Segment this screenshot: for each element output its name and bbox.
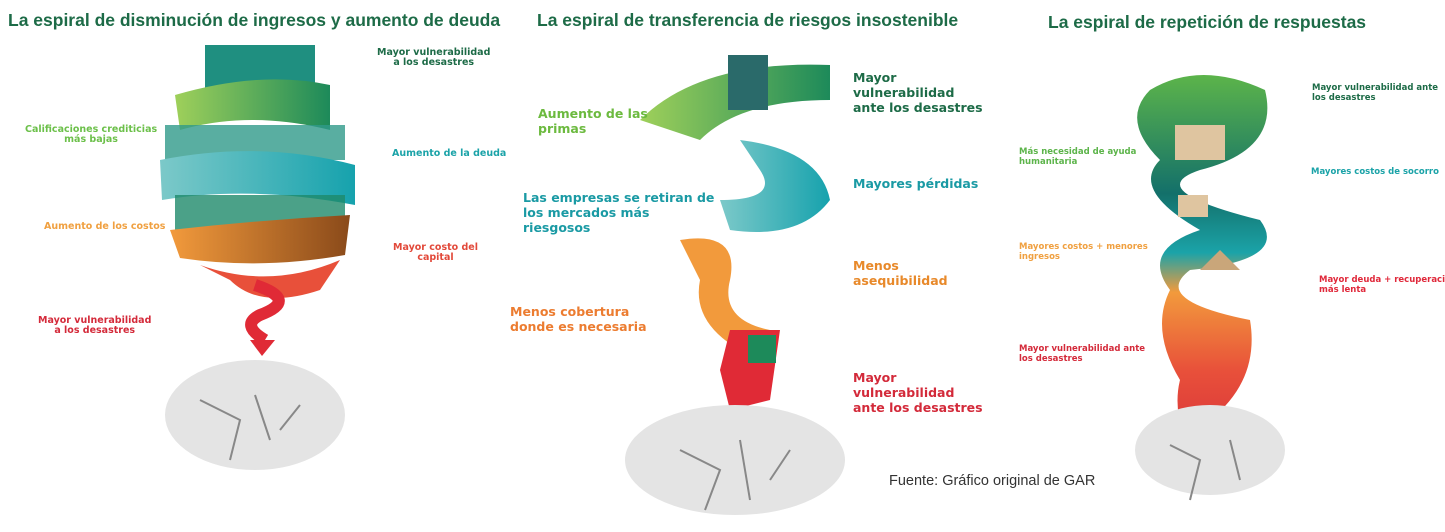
panel-1-title: La espiral de disminución de ingresos y …: [8, 10, 501, 30]
label-line: Mayores costos de socorro: [1311, 167, 1439, 177]
label-line: Calificaciones crediticias: [25, 124, 158, 135]
risk-transfer-staircase-graphic: [640, 55, 830, 410]
label-line: Aumento de las: [538, 106, 648, 121]
label-line: ingresos: [1019, 251, 1060, 262]
label-line: más lenta: [1319, 284, 1367, 295]
label-line: ante los desastres: [853, 400, 983, 415]
revenue-debt-spiral-graphic: [160, 45, 355, 356]
label-line: Aumento de la deuda: [392, 148, 507, 159]
label-line: los desastres: [1019, 353, 1083, 364]
label-line: los mercados más: [523, 205, 650, 220]
label-line: Mayores costos + menores: [1019, 242, 1148, 252]
ground-crack-graphic: [165, 360, 345, 470]
label-relief-costs: Mayores costos de socorro: [1311, 167, 1439, 178]
label-debt-increase: Aumento de la deuda: [392, 149, 506, 159]
label-line: vulnerabilidad: [853, 385, 955, 400]
label-line: Menos: [853, 258, 899, 273]
panel-2-title: La espiral de transferencia de riesgos i…: [537, 10, 959, 30]
label-line: Mayor costo del: [393, 242, 478, 253]
label-line: Menos cobertura: [510, 304, 630, 319]
label-line: Mayor: [853, 370, 897, 385]
label-line: Mayor: [853, 70, 897, 85]
label-line: Aumento de los costos: [44, 221, 166, 232]
label-line: Mayor vulnerabilidad: [377, 47, 491, 58]
label-line: vulnerabilidad: [853, 85, 955, 100]
label-line: a los desastres: [54, 324, 136, 336]
label-line: riesgosos: [523, 220, 591, 235]
label-line: a los desastres: [393, 56, 475, 68]
label-line: humanitaria: [1019, 156, 1078, 167]
label-line: más bajas: [64, 133, 118, 145]
ground-crack-graphic-3: [1135, 405, 1285, 501]
label-line: ante los desastres: [853, 100, 983, 115]
label-line: donde es necesaria: [510, 319, 647, 334]
repeated-response-spiral-graphic: [1137, 75, 1268, 470]
label-line: Mayor deuda + recuperació: [1319, 275, 1445, 285]
label-line: Las empresas se retiran de: [523, 190, 715, 205]
label-cost-increase: Aumento de los costos: [44, 222, 165, 232]
label-line: Mayor vulnerabilidad ante: [1019, 344, 1146, 354]
label-line: los desastres: [1312, 92, 1376, 103]
ground-crack-graphic-2: [625, 405, 845, 515]
label-line: Mayores pérdidas: [853, 176, 979, 191]
label-line: Más necesidad de ayuda: [1019, 147, 1137, 157]
source-caption: Fuente: Gráfico original de GAR: [889, 473, 1096, 489]
label-line: asequibilidad: [853, 273, 948, 288]
label-line: capital: [417, 251, 454, 263]
label-line: Mayor vulnerabilidad ante: [1312, 83, 1439, 93]
label-greater-losses: Mayores pérdidas: [853, 176, 978, 191]
label-line: primas: [538, 121, 587, 136]
label-line: Mayor vulnerabilidad: [38, 315, 152, 326]
panel-3-title: La espiral de repetición de respuestas: [1048, 12, 1367, 32]
